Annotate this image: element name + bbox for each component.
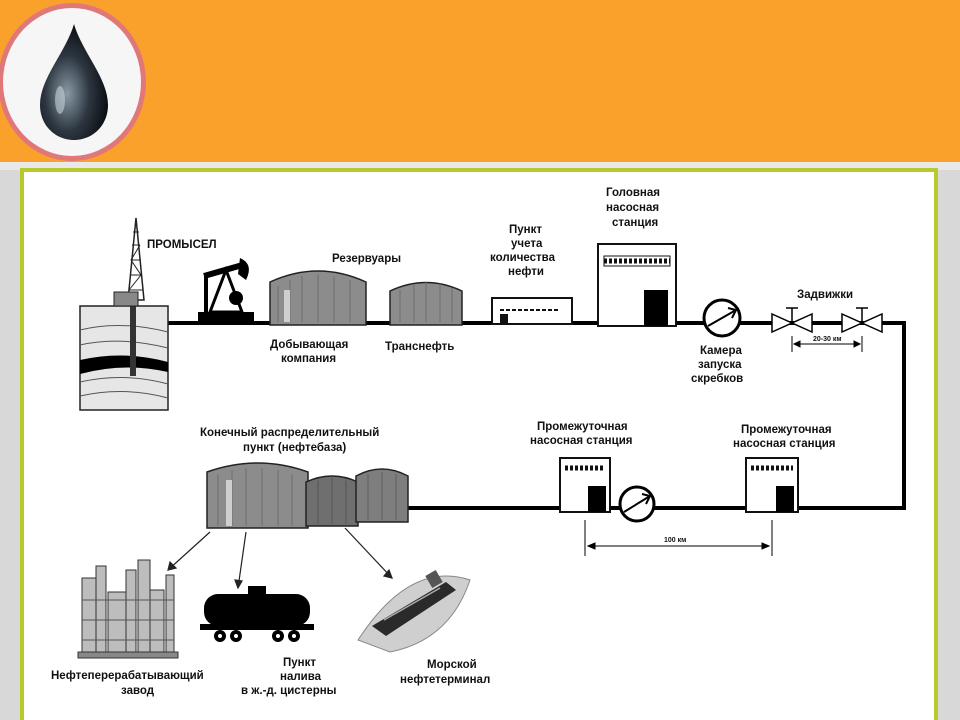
label-rail-2: налива bbox=[280, 671, 322, 683]
label-valve-distance: 20-30 км bbox=[813, 336, 842, 343]
label-intermediate2-1: Промежуточная bbox=[741, 424, 832, 436]
label-metering-4: нефти bbox=[508, 266, 544, 278]
tank-icon bbox=[206, 462, 309, 529]
pumpjack-icon bbox=[198, 258, 254, 322]
label-head-3: станция bbox=[612, 217, 658, 229]
label-head-2: насосная bbox=[606, 202, 659, 214]
label-metering-1: Пункт bbox=[509, 224, 542, 236]
pump-station-icon bbox=[745, 457, 799, 513]
label-rail-1: Пункт bbox=[283, 657, 316, 669]
label-head-1: Головная bbox=[606, 187, 660, 199]
pig-launcher-icon bbox=[702, 298, 742, 338]
label-rail-3: в ж.-д. цистерны bbox=[241, 685, 337, 697]
label-producer-1: Добывающая bbox=[270, 339, 348, 351]
label-intermediate1-2: насосная станция bbox=[530, 435, 632, 447]
label-transneft: Транснефть bbox=[385, 341, 454, 353]
refinery-icon bbox=[77, 559, 179, 659]
metering-station-icon bbox=[491, 297, 573, 325]
label-intermediate1-1: Промежуточная bbox=[537, 421, 628, 433]
distribution-arrows bbox=[167, 527, 393, 590]
oil-derrick-icon bbox=[79, 217, 169, 411]
pump-station-icon bbox=[559, 457, 611, 513]
tank-icon bbox=[355, 468, 409, 523]
label-intermediate2-2: насосная станция bbox=[733, 438, 835, 450]
oil-drop-icon bbox=[40, 24, 108, 140]
pump-station-icon bbox=[597, 243, 677, 327]
tanker-ship-icon bbox=[357, 569, 471, 653]
label-refinery-1: Нефтеперерабатывающий bbox=[51, 670, 204, 682]
rail-tank-car-icon bbox=[200, 586, 314, 642]
label-pig-3: скребков bbox=[691, 373, 743, 385]
tank-icon bbox=[305, 475, 359, 527]
label-pig-1: Камера bbox=[700, 345, 742, 357]
valve-icon bbox=[841, 307, 883, 334]
label-station-distance: 100 км bbox=[664, 537, 686, 544]
label-refinery-2: завод bbox=[121, 685, 155, 697]
label-producer-2: компания bbox=[281, 353, 336, 365]
label-final-2: пункт (нефтебаза) bbox=[243, 442, 346, 454]
label-metering-2: учета bbox=[511, 238, 543, 250]
label-pig-2: запуска bbox=[698, 359, 742, 371]
label-sea-1: Морской bbox=[427, 659, 477, 671]
station-distance-marker bbox=[584, 520, 773, 556]
pig-launcher-icon bbox=[618, 485, 656, 523]
label-reservoirs: Резервуары bbox=[332, 253, 401, 265]
label-sea-2: нефтетерминал bbox=[400, 674, 490, 686]
header-band bbox=[0, 0, 960, 162]
tank-icon bbox=[389, 281, 463, 326]
valve-icon bbox=[771, 307, 813, 334]
label-field: ПРОМЫСЕЛ bbox=[147, 239, 217, 251]
tank-icon bbox=[269, 270, 367, 326]
label-valves: Задвижки bbox=[797, 289, 853, 301]
label-final-1: Конечный распределительный bbox=[200, 427, 379, 439]
valve-distance-marker bbox=[791, 336, 863, 352]
header-strip bbox=[0, 162, 960, 170]
label-metering-3: количества bbox=[490, 252, 556, 264]
